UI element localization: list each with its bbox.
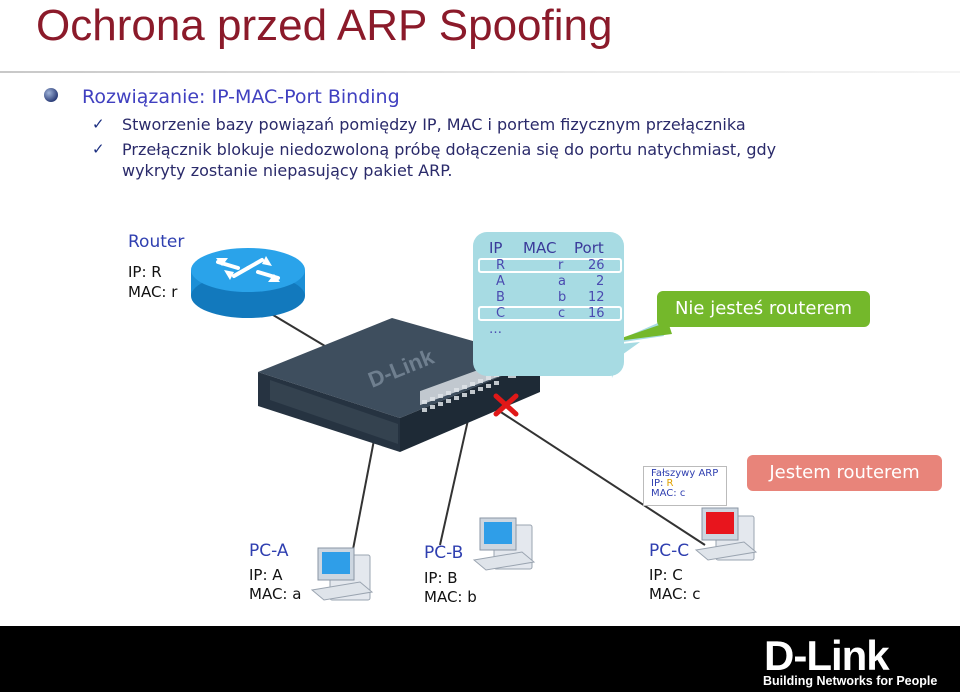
pc-a-mac: MAC: a (249, 585, 302, 603)
checkmark-icon: ✓ (92, 115, 105, 133)
pc-b-ip: IP: B (424, 569, 458, 587)
solution-heading: Rozwiązanie: IP-MAC-Port Binding (82, 86, 400, 108)
row-mac: c (558, 306, 566, 321)
row-ip: A (496, 274, 505, 289)
row-mac: a (558, 274, 566, 289)
row-ip: R (496, 258, 506, 273)
table-row: A a 2 (478, 274, 622, 289)
pc-c-mac: MAC: c (649, 585, 701, 603)
router-name: Router (128, 232, 185, 252)
pc-c-icon (694, 507, 758, 561)
row-port: 16 (588, 306, 605, 321)
footer-bar (0, 626, 960, 692)
pc-a-link (349, 439, 375, 566)
point-2-continued: wykryty zostanie niepasujący pakiet ARP. (122, 161, 453, 180)
fake-arp-mac: MAC: c (651, 488, 686, 499)
router-ip: IP: R (128, 263, 162, 281)
not-router-message: Nie jesteś routerem (657, 291, 870, 327)
dlink-logo: D-Link (764, 632, 890, 679)
pc-b-link (439, 419, 469, 546)
router-mac: MAC: r (128, 283, 178, 301)
fake-arp-title: Fałszywy ARP (651, 468, 719, 479)
point-2: Przełącznik blokuje niedozwoloną próbę d… (122, 140, 777, 159)
connection-lines (247, 299, 706, 566)
pc-b-mac: MAC: b (424, 588, 477, 606)
switch-icon: D-Link (258, 318, 540, 452)
pc-a-name: PC-A (249, 541, 289, 561)
table-row: C c 16 (478, 306, 622, 321)
binding-table: IP MAC Port R r 26 A a 2 B b 12 C c 16 … (473, 232, 624, 376)
row-mac: b (558, 290, 567, 305)
bullet-icon (44, 88, 58, 102)
fake-arp-ip-label: IP: (651, 478, 667, 489)
table-more: … (489, 322, 502, 337)
pc-a-icon (310, 547, 374, 601)
title-divider (0, 71, 960, 73)
row-port: 2 (596, 274, 605, 289)
fake-arp-ip: IP: R (651, 479, 726, 489)
fake-arp-ip-value: R (666, 478, 674, 489)
pc-a-ip: IP: A (249, 566, 283, 584)
green-callout-tail (610, 322, 672, 342)
pc-c-ip: IP: C (649, 566, 683, 584)
table-header-port: Port (574, 239, 604, 257)
row-ip: C (496, 306, 506, 321)
row-ip: B (496, 290, 505, 305)
point-1: Stworzenie bazy powiązań pomiędzy IP, MA… (122, 115, 746, 134)
pc-b-name: PC-B (424, 543, 464, 563)
pc-c-link (489, 404, 706, 546)
row-mac: r (558, 258, 564, 273)
checkmark-icon: ✓ (92, 140, 105, 158)
router-icon (191, 248, 305, 318)
dlink-tagline: Building Networks for People (763, 674, 938, 688)
row-port: 26 (588, 258, 605, 273)
page-title: Ochrona przed ARP Spoofing (36, 1, 613, 50)
row-port: 12 (588, 290, 605, 305)
block-x-icon (493, 393, 519, 417)
fake-arp-box: Fałszywy ARP IP: R MAC: c (643, 466, 727, 506)
table-row: R r 26 (478, 258, 622, 273)
table-header-ip: IP (489, 239, 503, 257)
table-header-mac: MAC (523, 239, 557, 257)
table-row: B b 12 (478, 290, 622, 305)
pc-b-icon (472, 517, 536, 571)
pc-c-name: PC-C (649, 541, 690, 561)
i-am-router-message: Jestem routerem (747, 455, 942, 491)
